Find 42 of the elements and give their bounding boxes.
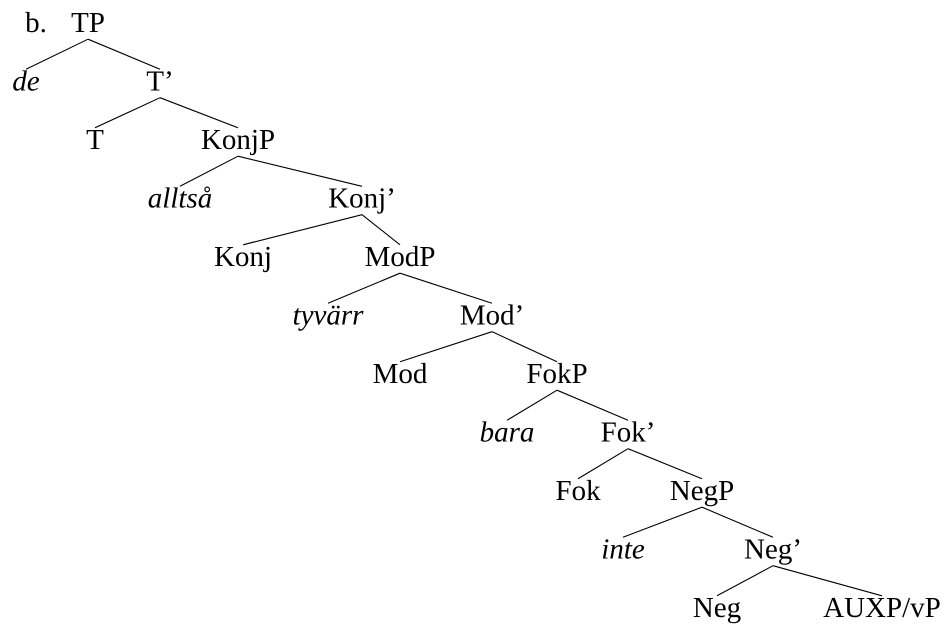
tree-word: inte	[602, 539, 644, 559]
tree-label: KonjP	[202, 130, 274, 156]
tree-label: Konj	[214, 246, 270, 272]
branch-line	[702, 506, 774, 538]
tree-label: T’	[146, 71, 171, 90]
branch-line	[400, 272, 492, 304]
branch-line	[622, 506, 702, 538]
branch-line	[238, 156, 362, 187]
tree-word: de	[13, 70, 40, 91]
branch-line	[26, 38, 88, 70]
tree-label: Fok’	[601, 421, 653, 442]
branch-line	[628, 448, 702, 480]
branch-line	[772, 565, 882, 596]
tree-word: alltså	[148, 186, 212, 208]
branch-line	[578, 448, 628, 480]
branch-line	[160, 97, 238, 128]
branch-line	[506, 390, 558, 421]
tree-label: Mod’	[460, 304, 522, 325]
tree-label: Mod	[373, 362, 428, 384]
branch-line	[242, 214, 362, 246]
branch-line	[556, 390, 628, 421]
tree-label: Neg	[694, 598, 741, 624]
tree-label: NegP	[670, 481, 734, 506]
example-label: b.	[25, 12, 45, 32]
branch-line	[180, 156, 238, 187]
branch-line	[716, 565, 774, 596]
tree-label: Neg’	[744, 539, 800, 565]
tree-label: T	[86, 130, 104, 149]
branch-line	[492, 331, 558, 362]
tree-label: AUXP/vP	[823, 598, 940, 618]
branch-line	[362, 214, 400, 246]
branch-line	[400, 331, 492, 362]
tree-label: FokP	[527, 362, 586, 384]
tree-label: Konj’	[329, 188, 394, 214]
tree-word: bara	[480, 421, 534, 442]
branch-line	[88, 38, 160, 70]
tree-label: TP	[72, 13, 104, 32]
tree-label: Fok	[556, 480, 601, 500]
tree-word: tyvärr	[294, 306, 364, 331]
tree-label: ModP	[365, 246, 434, 266]
branch-line	[328, 272, 400, 304]
branch-line	[94, 97, 160, 128]
